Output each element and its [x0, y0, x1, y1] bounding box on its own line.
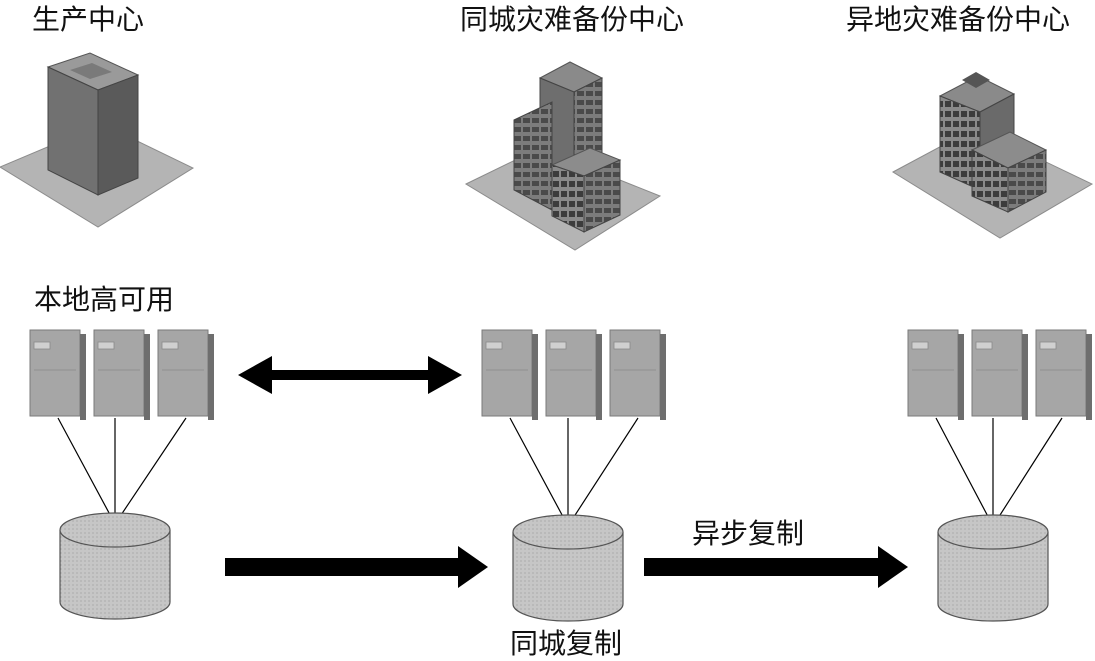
same-city-storage-icon	[512, 514, 624, 622]
same-city-server-group	[481, 329, 667, 421]
server-icon	[157, 329, 215, 421]
double-arrow-icon	[238, 356, 462, 394]
right-arrow-icon-same-city	[225, 546, 488, 588]
server-icon	[609, 329, 667, 421]
local-high-availability-label: 本地高可用	[34, 283, 175, 316]
server-icon	[1035, 329, 1093, 421]
server-icon	[481, 329, 539, 421]
site-title-same-city-backup: 同城灾难备份中心	[460, 3, 685, 36]
site-title-remote-backup: 异地灾难备份中心	[846, 3, 1071, 36]
server-icon	[93, 329, 151, 421]
async-replication-label: 异步复制	[692, 517, 805, 550]
server-icon	[545, 329, 603, 421]
server-icon	[971, 329, 1029, 421]
production-building-icon	[0, 52, 195, 228]
server-icon	[907, 329, 965, 421]
production-storage-icon	[59, 512, 171, 620]
remote-backup-building-icon	[891, 72, 1094, 239]
remote-storage-icon	[937, 514, 1049, 622]
production-server-group	[29, 329, 215, 421]
site-title-production: 生产中心	[32, 3, 145, 36]
server-icon	[29, 329, 87, 421]
remote-server-group	[907, 329, 1093, 421]
server-storage-links	[57, 417, 1063, 527]
same-city-replication-label: 同城复制	[510, 627, 623, 660]
same-city-backup-building-icon	[464, 61, 662, 251]
right-arrow-icon-async	[644, 546, 908, 588]
